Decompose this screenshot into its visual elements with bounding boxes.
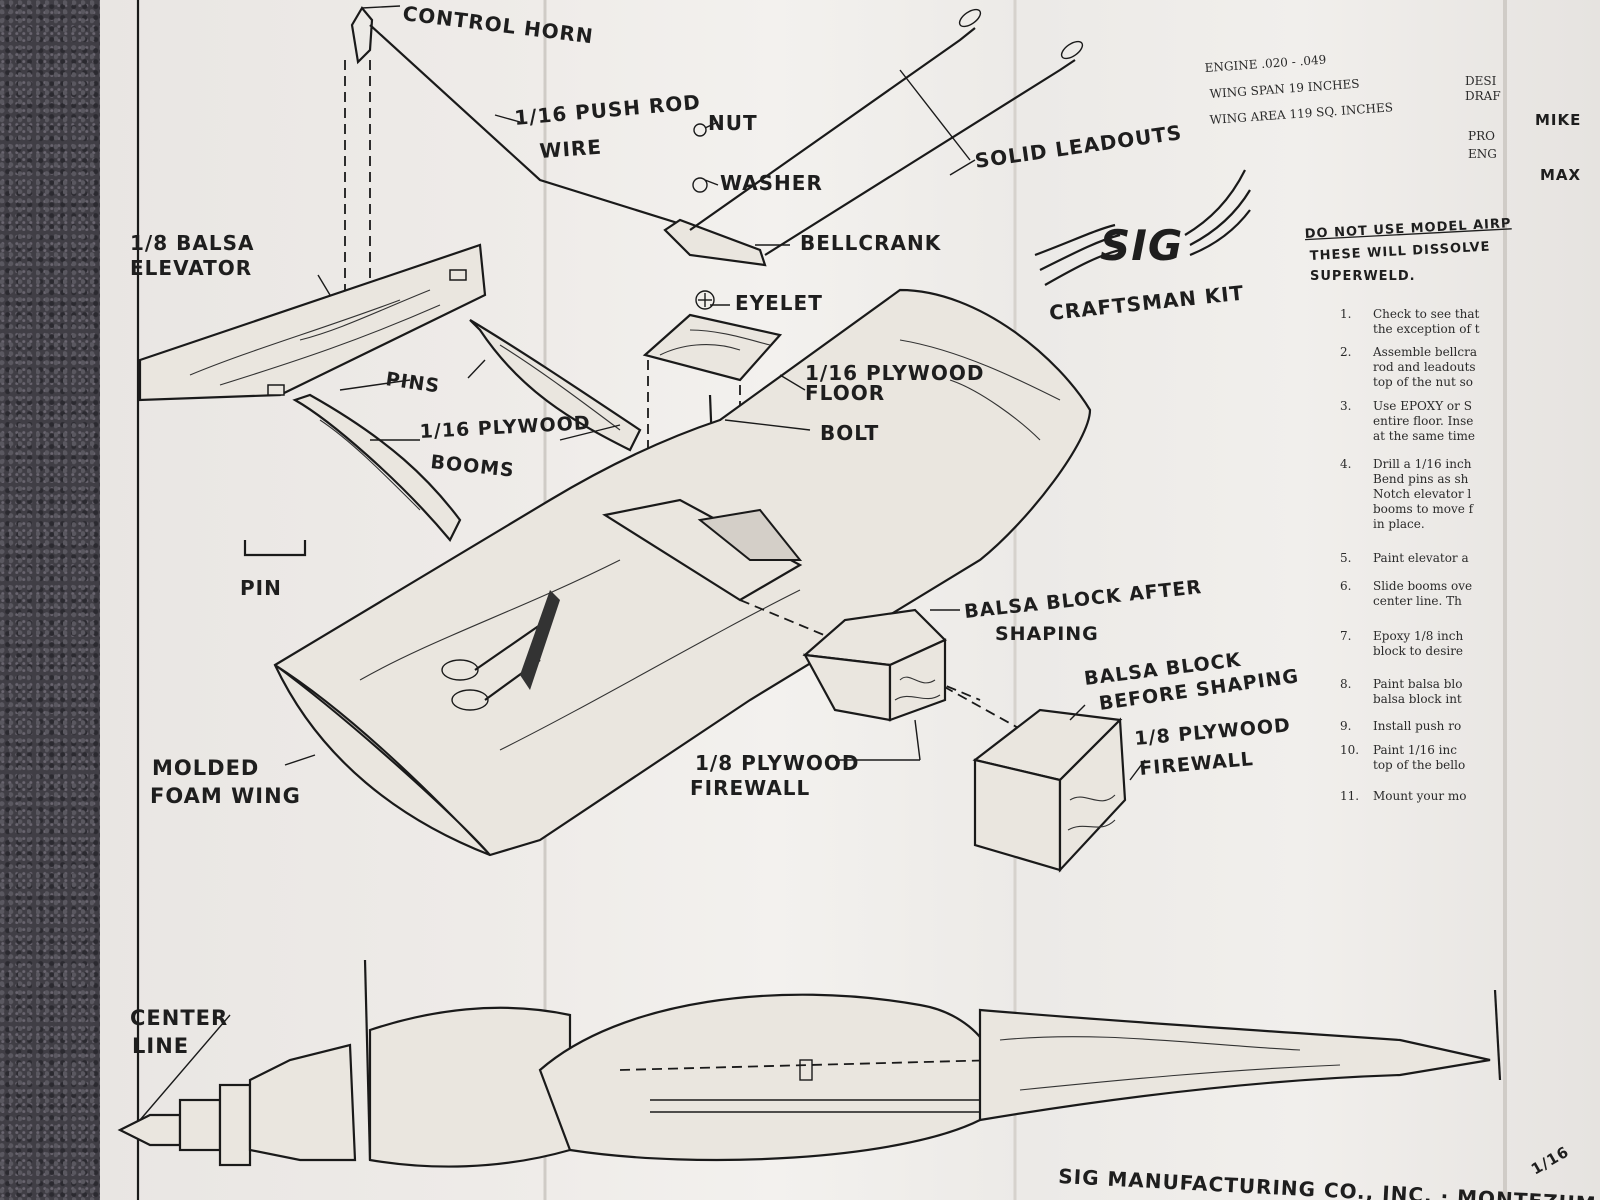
- step-text: Paint elevator a: [1373, 551, 1469, 565]
- credit-line: PRO: [1468, 129, 1495, 143]
- credit-line: ENG: [1468, 147, 1497, 161]
- label-elevator-1: 1/8 BALSA: [130, 231, 254, 255]
- step-text: Paint balsa blo: [1373, 677, 1462, 691]
- label-firewall-right-2: FIREWALL: [1139, 748, 1255, 780]
- label-balsa-after-1: BALSA BLOCK AFTER: [963, 576, 1203, 623]
- step-text: Drill a 1/16 inch: [1373, 457, 1472, 471]
- credit-line: DRAF: [1465, 89, 1501, 103]
- sig-logo: SIG CRAFTSMAN KIT: [1034, 169, 1251, 325]
- step-text: booms to move f: [1373, 502, 1475, 516]
- step-number: 4.: [1340, 457, 1351, 471]
- step-text: block to desire: [1373, 644, 1463, 658]
- plywood-booms-drawing: [292, 319, 642, 542]
- label-push-rod-wire: WIRE: [539, 135, 603, 163]
- spec-engine: ENGINE .020 - .049: [1204, 53, 1326, 75]
- step-text: Notch elevator l: [1373, 487, 1471, 501]
- label-plywood-floor-2: FLOOR: [805, 381, 885, 405]
- label-solid-leadouts: SOLID LEADOUTS: [973, 120, 1183, 173]
- step-text: at the same time: [1373, 429, 1475, 443]
- plan-drawing: SIG CRAFTSMAN KIT: [117, 0, 1597, 1200]
- label-pin: PIN: [240, 576, 282, 600]
- step-text: Epoxy 1/8 inch: [1373, 629, 1463, 643]
- pin-drawing: [243, 540, 307, 557]
- logo-kit: CRAFTSMAN KIT: [1048, 281, 1245, 325]
- step-text: balsa block int: [1373, 692, 1462, 706]
- step-text: Bend pins as sh: [1373, 472, 1469, 486]
- step-text: center line. Th: [1373, 594, 1462, 608]
- step-number: 11.: [1340, 789, 1359, 803]
- push-rod-wire: [369, 24, 701, 232]
- step-number: 8.: [1340, 677, 1351, 691]
- balsa-block-after-drawing: [802, 608, 947, 722]
- credit-line: MIKE: [1535, 111, 1581, 129]
- step-number: 10.: [1340, 743, 1359, 757]
- label-washer: WASHER: [720, 171, 823, 195]
- label-elevator-2: ELEVATOR: [130, 256, 252, 280]
- step-number: 3.: [1340, 399, 1351, 413]
- scissors-icon: [441, 590, 560, 711]
- label-booms-2: BOOMS: [429, 451, 515, 482]
- warning-line-1: DO NOT USE MODEL AIRP: [1304, 216, 1511, 242]
- label-stab-thickness: 1/16: [1528, 1142, 1572, 1178]
- step-number: 1.: [1340, 307, 1351, 321]
- step-text: rod and leadouts: [1373, 360, 1476, 374]
- label-foam-wing-1: MOLDED: [152, 756, 259, 780]
- label-firewall-right-1: 1/8 PLYWOOD: [1134, 714, 1292, 750]
- instructions-block: DO NOT USE MODEL AIRP THESE WILL DISSOLV…: [1304, 216, 1511, 284]
- footer-company: SIG MANUFACTURING CO., INC. · MONTEZUM: [1058, 1164, 1597, 1200]
- label-bellcrank: BELLCRANK: [800, 231, 942, 255]
- step-number: 6.: [1340, 579, 1351, 593]
- plan-sheet: SIG CRAFTSMAN KIT: [100, 0, 1600, 1200]
- label-center-line-1: CENTER: [130, 1006, 228, 1030]
- step-text: entire floor. Inse: [1373, 414, 1473, 428]
- label-eyelet: EYELET: [735, 291, 823, 315]
- step-text: Check to see that: [1373, 307, 1480, 321]
- label-balsa-after-2: SHAPING: [995, 623, 1099, 645]
- step-text: Mount your mo: [1373, 789, 1467, 803]
- step-number: 7.: [1340, 629, 1351, 643]
- label-pins: PINS: [384, 368, 441, 397]
- label-foam-wing-2: FOAM WING: [150, 784, 301, 808]
- credit-line: DESI: [1465, 74, 1497, 88]
- step-text: Paint 1/16 inc: [1373, 743, 1457, 757]
- step-text: Use EPOXY or S: [1373, 399, 1472, 413]
- step-text: top of the bello: [1373, 758, 1465, 772]
- label-bolt: BOLT: [820, 421, 879, 445]
- step-number: 2.: [1340, 345, 1351, 359]
- step-text: Install push ro: [1373, 719, 1461, 733]
- foam-wing-drawing: [273, 288, 1092, 857]
- step-text: in place.: [1373, 517, 1425, 531]
- label-firewall-left-2: FIREWALL: [690, 776, 810, 800]
- label-push-rod: 1/16 PUSH ROD: [513, 90, 701, 130]
- balsa-block-before-drawing: [972, 708, 1127, 873]
- label-nut: NUT: [708, 111, 758, 135]
- step-number: 5.: [1340, 551, 1351, 565]
- logo-brand: SIG: [1100, 221, 1183, 270]
- elevator-drawing: [138, 243, 487, 402]
- step-text: top of the nut so: [1373, 375, 1473, 389]
- step-text: the exception of t: [1373, 322, 1480, 336]
- fuselage-side-drawing: [117, 959, 1502, 1168]
- spec-wing-span: WING SPAN 19 INCHES: [1209, 77, 1360, 101]
- spec-wing-area: WING AREA 119 SQ. INCHES: [1209, 100, 1393, 127]
- warning-line-3: SUPERWELD.: [1310, 269, 1416, 284]
- step-number: 9.: [1340, 719, 1351, 733]
- bellcrank-drawing: [663, 123, 767, 310]
- label-plywood-floor-1: 1/16 PLYWOOD: [805, 361, 984, 385]
- warning-line-2: THESE WILL DISSOLVE: [1309, 240, 1490, 264]
- step-text: Slide booms ove: [1373, 579, 1472, 593]
- leader-lines: [139, 121, 1146, 1121]
- label-center-line-2: LINE: [132, 1034, 189, 1058]
- solid-leadouts-drawing: [689, 8, 1084, 256]
- step-text: Assemble bellcra: [1372, 345, 1477, 359]
- credit-line: MAX: [1540, 166, 1581, 184]
- label-control-horn: CONTROL HORN: [401, 1, 595, 48]
- label-firewall-left-1: 1/8 PLYWOOD: [695, 751, 860, 775]
